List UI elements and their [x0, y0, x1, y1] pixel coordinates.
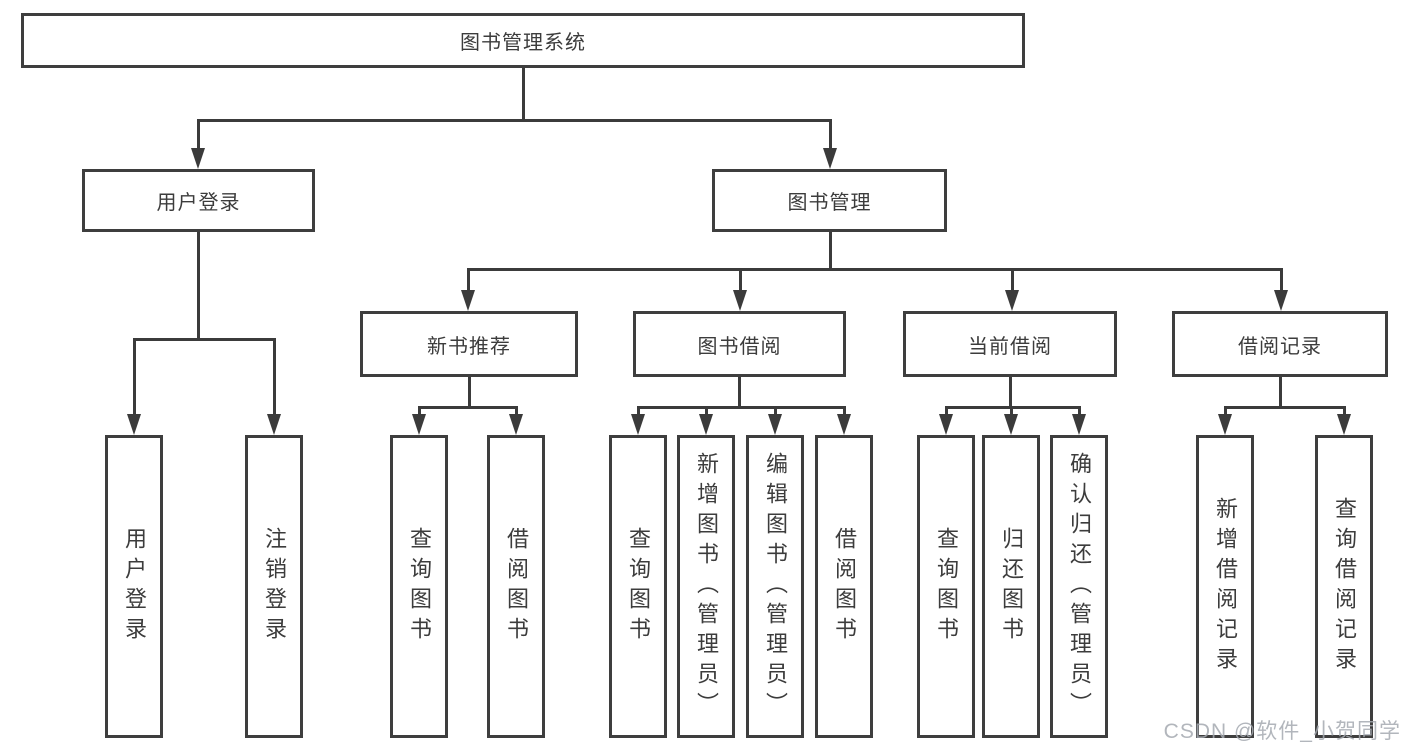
leaf-query-borrow-record: 查询借阅记录: [1315, 435, 1373, 738]
connector-user-login-stem: [196, 232, 200, 340]
leaf-edit-books-admin-label: 编辑图书（管理员）: [763, 451, 788, 722]
leaf-return-books-label: 归还图书: [999, 526, 1024, 647]
connector-drop-current-borrow: [1010, 268, 1014, 292]
connector-drop-g5-2: [1342, 406, 1346, 416]
leaf-borrow-books-rec-label: 借阅图书: [504, 526, 529, 647]
arrow-book-borrow: [733, 290, 747, 311]
csdn-watermark: CSDN @软件_小贺同学: [1163, 720, 1401, 743]
connector-drop-g3-3: [773, 406, 777, 416]
connector-new-book-rec-rail: [417, 406, 518, 409]
connector-root-stem: [521, 68, 525, 121]
arrow-g4-2: [1004, 414, 1018, 435]
node-borrow-records-label: 借阅记录: [1238, 335, 1322, 358]
connector-drop-g4-3: [1077, 406, 1081, 416]
leaf-return-books: 归还图书: [982, 435, 1040, 738]
arrow-g5-1: [1218, 414, 1232, 435]
connector-drop-g3-1: [636, 406, 640, 416]
connector-drop-g4-2: [1009, 406, 1013, 416]
node-borrow-records: 借阅记录: [1172, 311, 1388, 377]
leaf-user-login: 用户登录: [105, 435, 163, 738]
arrow-g3-3: [768, 414, 782, 435]
arrow-leaf-login: [127, 414, 141, 435]
leaf-logout: 注销登录: [245, 435, 303, 738]
leaf-query-books-rec: 查询图书: [390, 435, 448, 738]
node-library-system: 图书管理系统: [21, 13, 1025, 68]
arrow-user-login: [191, 148, 205, 169]
leaf-query-books-borrow-label: 查询图书: [626, 526, 651, 647]
leaf-query-books-current-label: 查询图书: [934, 526, 959, 647]
connector-drop-book-mgmt: [828, 119, 832, 153]
connector-drop-leaf-logout: [272, 338, 276, 417]
connector-book-mgmt-stem: [828, 232, 832, 271]
arrow-current-borrow: [1005, 290, 1019, 311]
connector-new-book-rec-stem: [467, 377, 471, 409]
leaf-query-borrow-record-label: 查询借阅记录: [1332, 496, 1357, 677]
arrow-g5-2: [1337, 414, 1351, 435]
node-current-borrow: 当前借阅: [903, 311, 1117, 377]
node-new-book-rec-label: 新书推荐: [427, 335, 511, 358]
leaf-logout-label: 注销登录: [262, 526, 287, 647]
connector-drop-g5-1: [1223, 406, 1227, 416]
connector-level2-rail: [466, 268, 1283, 271]
leaf-confirm-return-admin: 确认归还（管理员）: [1050, 435, 1108, 738]
leaf-query-books-borrow: 查询图书: [609, 435, 667, 738]
node-library-system-label: 图书管理系统: [460, 32, 586, 54]
connector-level1-rail: [196, 119, 832, 122]
connector-borrow-records-stem: [1278, 377, 1282, 409]
arrow-book-mgmt: [823, 148, 837, 169]
connector-borrow-records-rail: [1223, 406, 1346, 409]
arrow-g4-1: [939, 414, 953, 435]
connector-drop-user-login: [196, 119, 200, 153]
connector-user-login-rail: [132, 338, 276, 341]
leaf-borrow-books-label: 借阅图书: [832, 526, 857, 647]
arrow-g3-4: [837, 414, 851, 435]
leaf-add-borrow-record-label: 新增借阅记录: [1213, 496, 1238, 677]
leaf-edit-books-admin: 编辑图书（管理员）: [746, 435, 804, 738]
node-book-mgmt: 图书管理: [712, 169, 947, 232]
connector-drop-g4-1: [944, 406, 948, 416]
arrow-g3-2: [699, 414, 713, 435]
leaf-confirm-return-admin-label: 确认归还（管理员）: [1067, 451, 1092, 722]
node-user-login: 用户登录: [82, 169, 315, 232]
node-current-borrow-label: 当前借阅: [968, 335, 1052, 358]
connector-drop-g3-2: [704, 406, 708, 416]
node-user-login-label: 用户登录: [156, 192, 241, 214]
leaf-query-books-current: 查询图书: [917, 435, 975, 738]
leaf-query-books-rec-label: 查询图书: [407, 526, 432, 647]
node-book-borrow: 图书借阅: [633, 311, 846, 377]
arrow-g2-2: [509, 414, 523, 435]
node-book-mgmt-label: 图书管理: [787, 192, 872, 214]
connector-drop-leaf-login: [132, 338, 136, 417]
leaf-add-books-admin: 新增图书（管理员）: [677, 435, 735, 738]
arrow-g2-1: [412, 414, 426, 435]
leaf-add-books-admin-label: 新增图书（管理员）: [694, 451, 719, 722]
connector-current-borrow-stem: [1008, 377, 1012, 409]
arrow-leaf-logout: [267, 414, 281, 435]
leaf-borrow-books: 借阅图书: [815, 435, 873, 738]
node-book-borrow-label: 图书借阅: [697, 335, 782, 358]
arrow-g3-1: [631, 414, 645, 435]
connector-book-borrow-rail: [636, 406, 846, 409]
leaf-user-login-label: 用户登录: [122, 526, 147, 647]
connector-drop-g2-2: [514, 406, 518, 416]
connector-drop-g2-1: [417, 406, 421, 416]
connector-book-borrow-stem: [738, 377, 741, 409]
connector-drop-borrow-records: [1279, 268, 1283, 292]
connector-current-borrow-rail: [944, 406, 1081, 409]
arrow-g4-3: [1072, 414, 1086, 435]
leaf-add-borrow-record: 新增借阅记录: [1196, 435, 1254, 738]
connector-drop-g3-4: [842, 406, 846, 416]
connector-drop-book-borrow: [738, 268, 742, 292]
node-new-book-rec: 新书推荐: [360, 311, 578, 377]
arrow-new-book-rec: [461, 290, 475, 311]
arrow-borrow-records: [1274, 290, 1288, 311]
connector-drop-new-book-rec: [466, 268, 470, 292]
leaf-borrow-books-rec: 借阅图书: [487, 435, 545, 738]
